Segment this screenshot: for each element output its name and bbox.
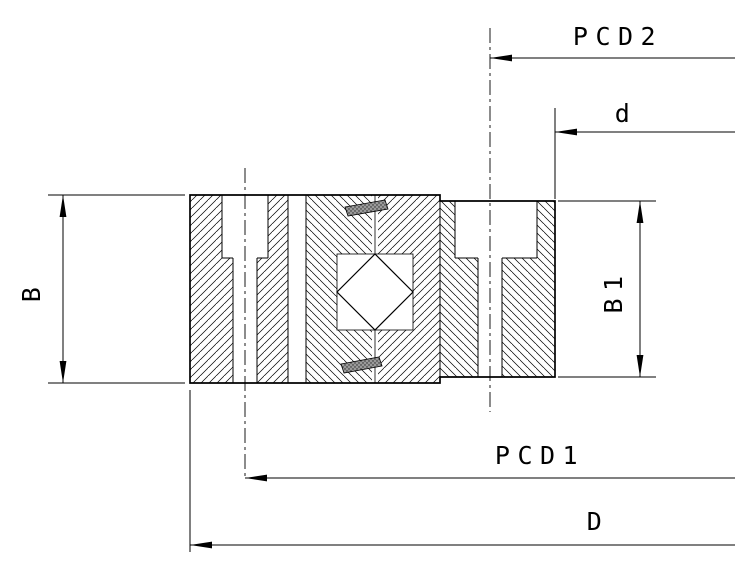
arrow-up-icon	[59, 195, 67, 217]
seal-bottom	[340, 356, 383, 374]
dimension-pcd2: PCD2	[490, 22, 735, 62]
arrow-left-icon	[190, 541, 212, 549]
ring-gap-left	[288, 195, 306, 383]
body-outline	[189, 194, 556, 384]
dimension-outer-diameter: D	[189, 390, 735, 552]
dimension-pcd1: PCD1	[245, 441, 735, 482]
dimension-b1: B1	[558, 200, 656, 378]
pcd2-label: PCD2	[573, 22, 663, 51]
d-label: d	[615, 99, 638, 128]
b1-label: B1	[599, 268, 628, 313]
internal-edges	[221, 195, 538, 383]
b-label: B	[17, 280, 46, 303]
arrow-down-icon	[59, 361, 67, 383]
pcd1-label: PCD1	[495, 441, 585, 470]
outer-diameter-label: D	[587, 507, 610, 536]
arrow-left-icon	[490, 54, 512, 62]
arrow-down-icon	[636, 355, 644, 377]
arrow-up-icon	[636, 201, 644, 223]
dimension-b: B	[17, 194, 185, 384]
right-counterbore	[455, 201, 537, 258]
dimension-d: d	[554, 99, 735, 199]
seal-top	[344, 199, 389, 217]
arrow-left-icon	[555, 128, 577, 136]
crossed-roller	[336, 253, 414, 331]
arrow-left-icon	[245, 474, 267, 482]
bearing-body	[189, 194, 556, 384]
